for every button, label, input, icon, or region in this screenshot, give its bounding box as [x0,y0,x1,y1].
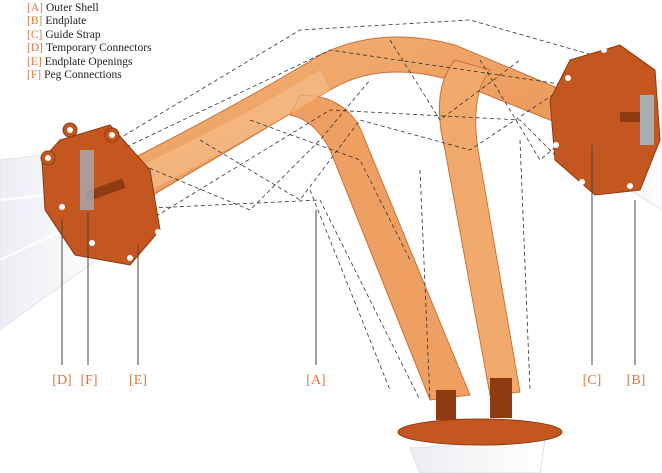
peg-connection [84,178,126,202]
outer-shell-straps [99,36,611,401]
endplate-bottom [397,378,563,446]
legend-item: [B]Endplate [27,15,87,28]
callout-e: [E] [129,373,147,388]
callout-f: [F] [80,373,98,388]
endplate-right [549,44,661,196]
callout-b: [B] [626,373,646,388]
legend-item: [E]Endplate Openings [27,55,133,68]
legend-item: [D]Temporary Connectors [27,42,152,55]
endplate-left [40,122,161,266]
legend-item: [F]Peg Connections [27,69,122,82]
leader-lines [61,145,636,365]
legend-item: [A]Outer Shell [27,2,99,14]
legend-item: [C]Guide Strap [27,28,101,41]
callout-a: [A] [306,373,326,388]
callout-c: [C] [582,373,602,388]
callout-d: [D] [52,373,72,388]
legend: [A]Outer Shell [B]Endplate [C]Guide Stra… [27,2,152,82]
